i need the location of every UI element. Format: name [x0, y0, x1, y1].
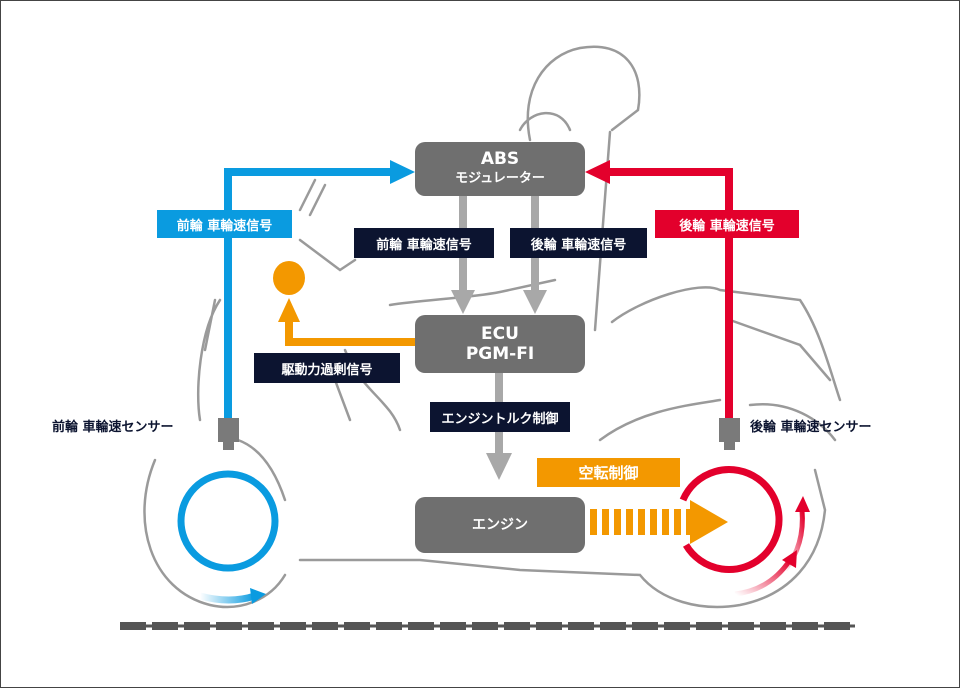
excess-drive-signal-label: 駆動力過剰信号 — [254, 353, 400, 383]
front-signal-line — [224, 168, 392, 420]
abs-subtitle: モジュレーター — [455, 171, 545, 186]
abs-modulator-box: ABS モジュレーター — [415, 142, 585, 196]
rear-spin-arrowhead-2 — [795, 496, 810, 512]
rear-signal-arrowhead — [585, 160, 610, 184]
front-motion-arrowhead — [250, 588, 266, 604]
engine-box: エンジン — [415, 497, 585, 553]
rear-sensor-label: 後輪 車輪速センサー — [750, 420, 872, 435]
ecu-title: ECU — [481, 324, 519, 344]
rear-signal-line — [608, 168, 733, 420]
excess-drive-arrowhead — [278, 298, 300, 322]
ecu-subtitle: PGM-FI — [465, 344, 535, 364]
motorcycle-outline — [143, 45, 842, 609]
front-signal-label: 前輪 車輪速信号 — [157, 210, 292, 238]
slip-control-label: 空転制御 — [537, 458, 680, 487]
rear-sensor-icon — [719, 418, 740, 450]
arrow-front-to-ecu — [451, 290, 475, 314]
front-wheel-motion-arrow — [199, 592, 257, 604]
arrow-rear-to-ecu — [523, 290, 547, 314]
front-signal-center-label: 前輪 車輪速信号 — [354, 228, 494, 258]
warning-lamp-icon — [273, 261, 305, 295]
torque-control-label: エンジントルク制御 — [430, 402, 570, 432]
front-sensor-label: 前輪 車輪速センサー — [52, 420, 174, 435]
rear-signal-center-label: 後輪 車輪速信号 — [510, 228, 647, 258]
rear-spin-arrow-2 — [783, 509, 805, 572]
rear-signal-label: 後輪 車輪速信号 — [655, 210, 799, 238]
excess-drive-line — [285, 318, 415, 346]
rear-wheel-rotation-icon — [679, 466, 783, 574]
front-wheel-rotation-icon — [177, 470, 279, 572]
slip-control-arrowhead — [690, 500, 728, 544]
front-sensor-icon — [218, 418, 239, 450]
front-signal-arrowhead — [390, 160, 415, 184]
arrow-ecu-to-engine — [486, 453, 512, 480]
ecu-box: ECU PGM-FI — [415, 315, 585, 373]
engine-label: エンジン — [472, 517, 528, 533]
abs-title: ABS — [480, 149, 520, 169]
